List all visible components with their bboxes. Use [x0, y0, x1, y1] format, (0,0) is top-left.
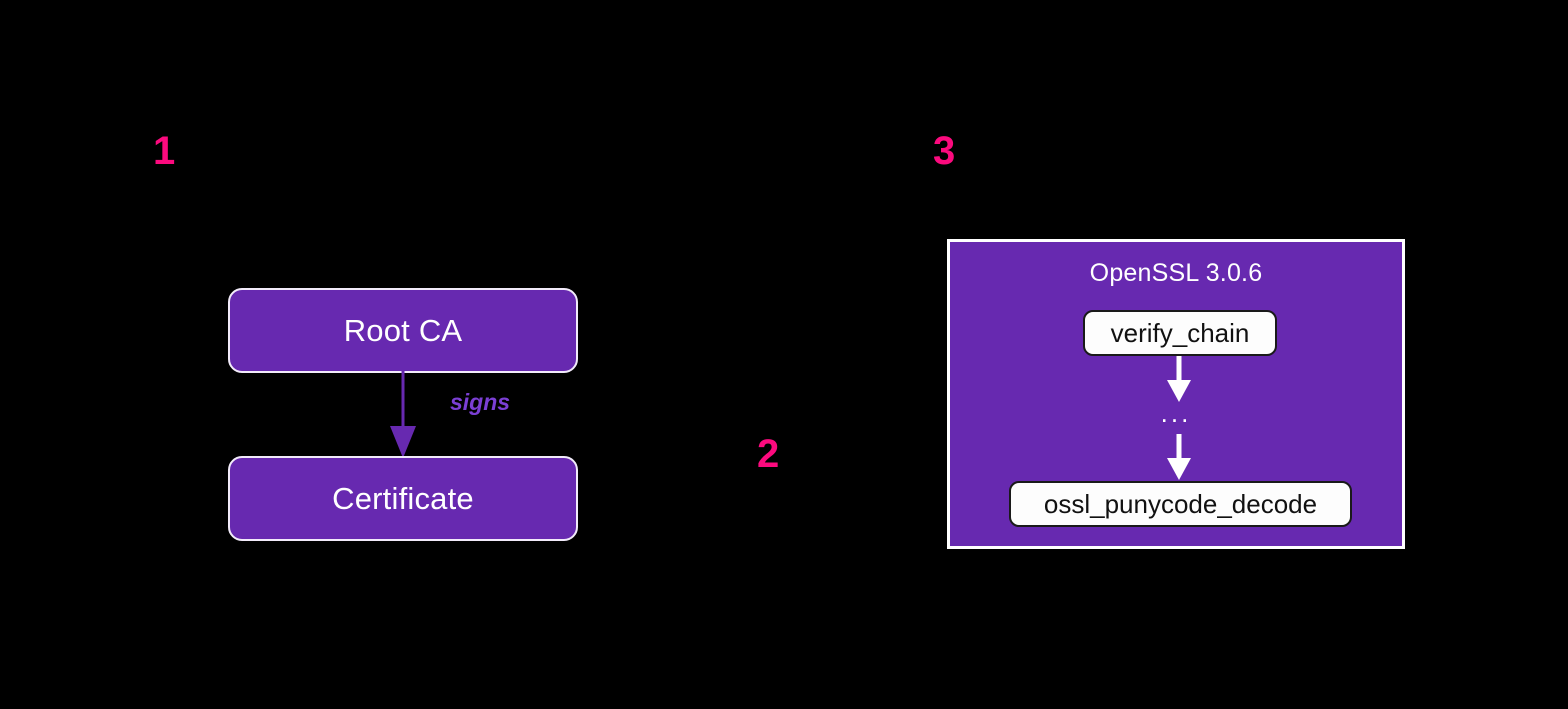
node-root-ca[interactable]: Root CA [228, 288, 578, 373]
step-number-2: 2 [757, 432, 780, 476]
node-ossl-punycode-decode[interactable]: ossl_punycode_decode [1009, 481, 1352, 527]
openssl-panel-title: OpenSSL 3.0.6 [1089, 259, 1263, 287]
flow-arrow-down-icon-top [1167, 356, 1191, 402]
openssl-panel: OpenSSL 3.0.6 verify_chain ... ossl_puny… [947, 239, 1405, 549]
node-verify-chain[interactable]: verify_chain [1083, 310, 1277, 356]
signs-arrow-down-icon [390, 370, 416, 458]
step-number-1: 1 [153, 129, 176, 173]
node-certificate[interactable]: Certificate [228, 456, 578, 541]
step-number-3: 3 [933, 129, 956, 173]
flow-arrow-down-icon-bottom [1167, 434, 1191, 480]
edge-label-signs: signs [450, 389, 511, 415]
flow-ellipsis: ... [1160, 398, 1192, 428]
